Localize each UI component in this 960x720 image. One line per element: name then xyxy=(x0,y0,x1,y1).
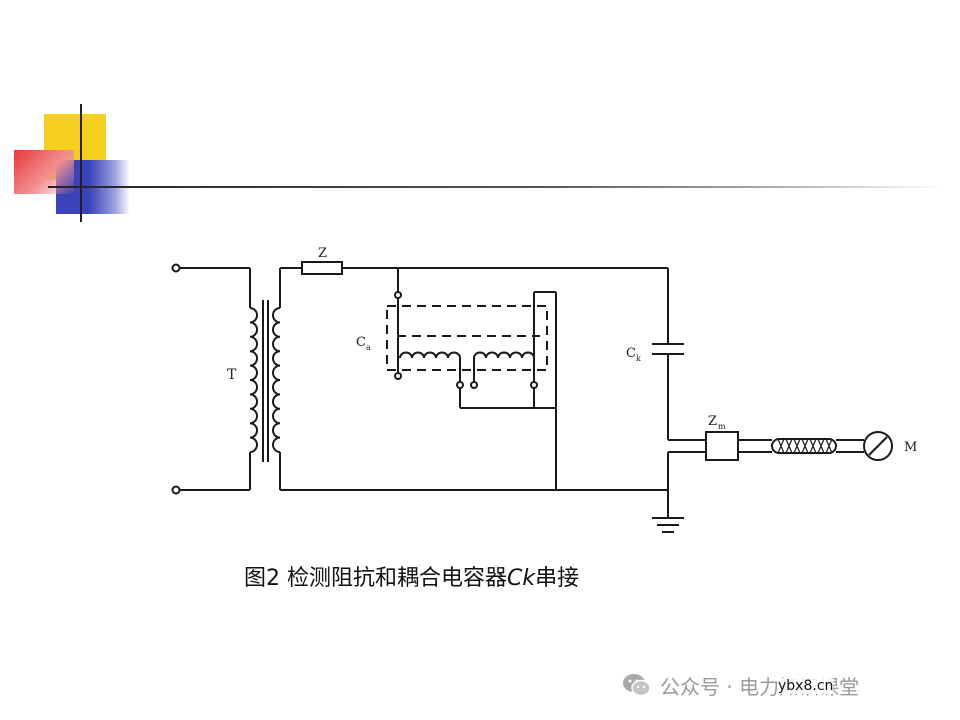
caption-tail: 串接 xyxy=(535,566,580,591)
label-ca-sub: a xyxy=(366,343,371,352)
label-ck: C xyxy=(626,346,636,361)
label-zm: Z xyxy=(708,414,717,429)
caption-text: 图2 检测阻抗和耦合电容器 xyxy=(244,566,507,591)
input-terminals xyxy=(171,263,251,495)
label-m: M xyxy=(904,440,917,455)
coupling-capacitor-ck xyxy=(652,268,706,518)
top-rail xyxy=(279,261,668,308)
label-ca: C xyxy=(356,335,366,350)
ground-symbol xyxy=(652,517,684,533)
horizontal-rule xyxy=(48,186,948,188)
figure-caption: 图2 检测阻抗和耦合电容器Ck串接 xyxy=(244,560,579,592)
meter xyxy=(863,431,893,461)
label-zm-sub: m xyxy=(718,422,726,431)
bottom-rail xyxy=(279,452,668,491)
test-object-ca xyxy=(386,268,557,490)
detection-impedance-zm xyxy=(705,431,864,461)
site-watermark: ybx8.cn xyxy=(778,678,834,694)
label-t: T xyxy=(227,367,237,383)
caption-italic: Ck xyxy=(507,566,536,591)
vertical-rule xyxy=(80,104,82,222)
label-z: Z xyxy=(318,246,327,261)
wechat-icon xyxy=(623,674,651,697)
transformer xyxy=(249,300,281,462)
label-ck-sub: k xyxy=(636,354,641,363)
